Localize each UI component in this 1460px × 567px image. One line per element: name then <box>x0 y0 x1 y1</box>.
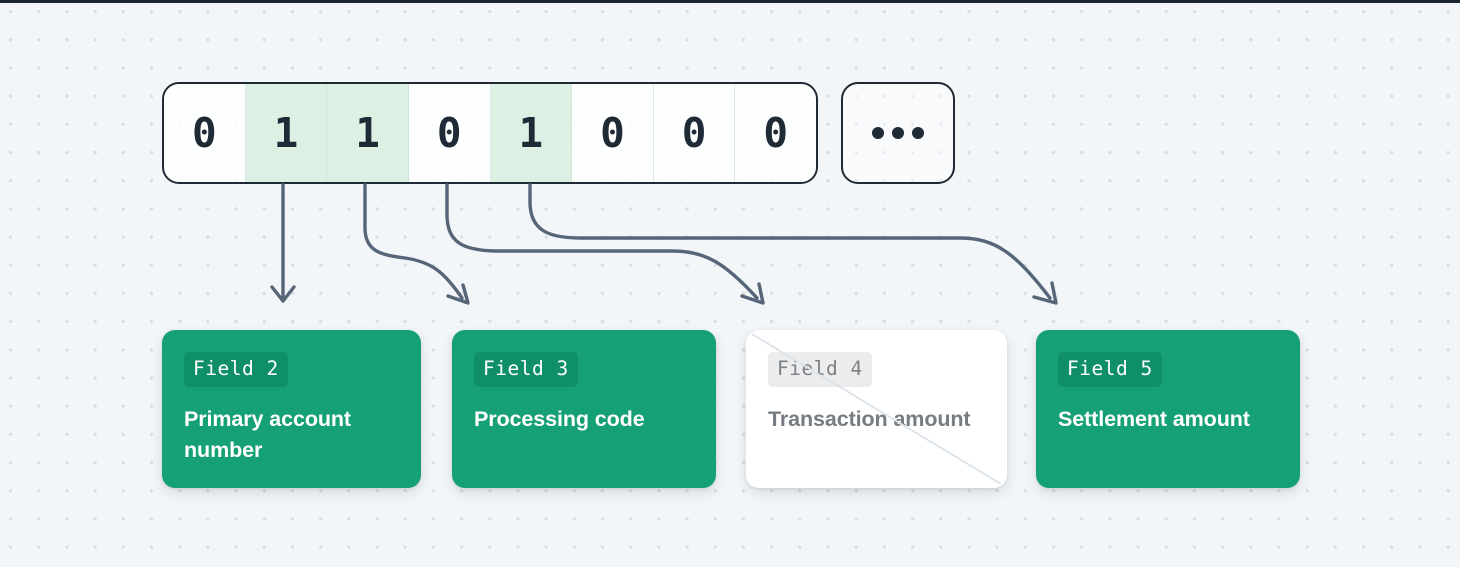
field-title: Primary account number <box>184 406 351 463</box>
arrow-path-3 <box>445 183 759 300</box>
top-edge-band <box>0 0 1460 3</box>
ellipsis-icon <box>872 127 924 139</box>
field-card-field2[interactable]: Field 2 Primary account number <box>162 330 421 488</box>
field-card-field4[interactable]: Field 4 Transaction amount <box>746 330 1007 488</box>
bit-cell-3[interactable]: 0 <box>408 84 491 182</box>
field-title: Settlement amount <box>1058 406 1250 431</box>
bitstring-container: 0 1 1 0 1 0 0 0 <box>162 82 818 184</box>
arrow-head-3 <box>740 282 765 305</box>
arrow-head-2 <box>446 283 470 305</box>
arrow-path-2 <box>363 183 464 300</box>
field-badge: Field 3 <box>474 352 578 387</box>
bit-cell-2[interactable]: 1 <box>327 84 409 182</box>
bit-cell-0[interactable]: 0 <box>164 84 246 182</box>
field-badge: Field 4 <box>768 352 872 387</box>
bit-cell-4[interactable]: 1 <box>490 84 573 182</box>
field-badge: Field 2 <box>184 352 288 387</box>
bit-cell-6[interactable]: 0 <box>653 84 736 182</box>
field-badge: Field 5 <box>1058 352 1162 387</box>
field-title: Processing code <box>474 406 645 431</box>
arrow-path-4 <box>528 183 1052 300</box>
field-title: Transaction amount <box>768 406 971 431</box>
bitstring-continuation-box[interactable] <box>841 82 955 184</box>
field-card-field5[interactable]: Field 5 Settlement amount <box>1036 330 1300 488</box>
bit-cell-7[interactable]: 0 <box>735 84 816 182</box>
arrow-head-4 <box>1032 281 1058 305</box>
field-card-field3[interactable]: Field 3 Processing code <box>452 330 716 488</box>
bit-cell-5[interactable]: 0 <box>572 84 654 182</box>
arrow-head-1 <box>270 285 296 303</box>
bit-cell-1[interactable]: 1 <box>245 84 328 182</box>
